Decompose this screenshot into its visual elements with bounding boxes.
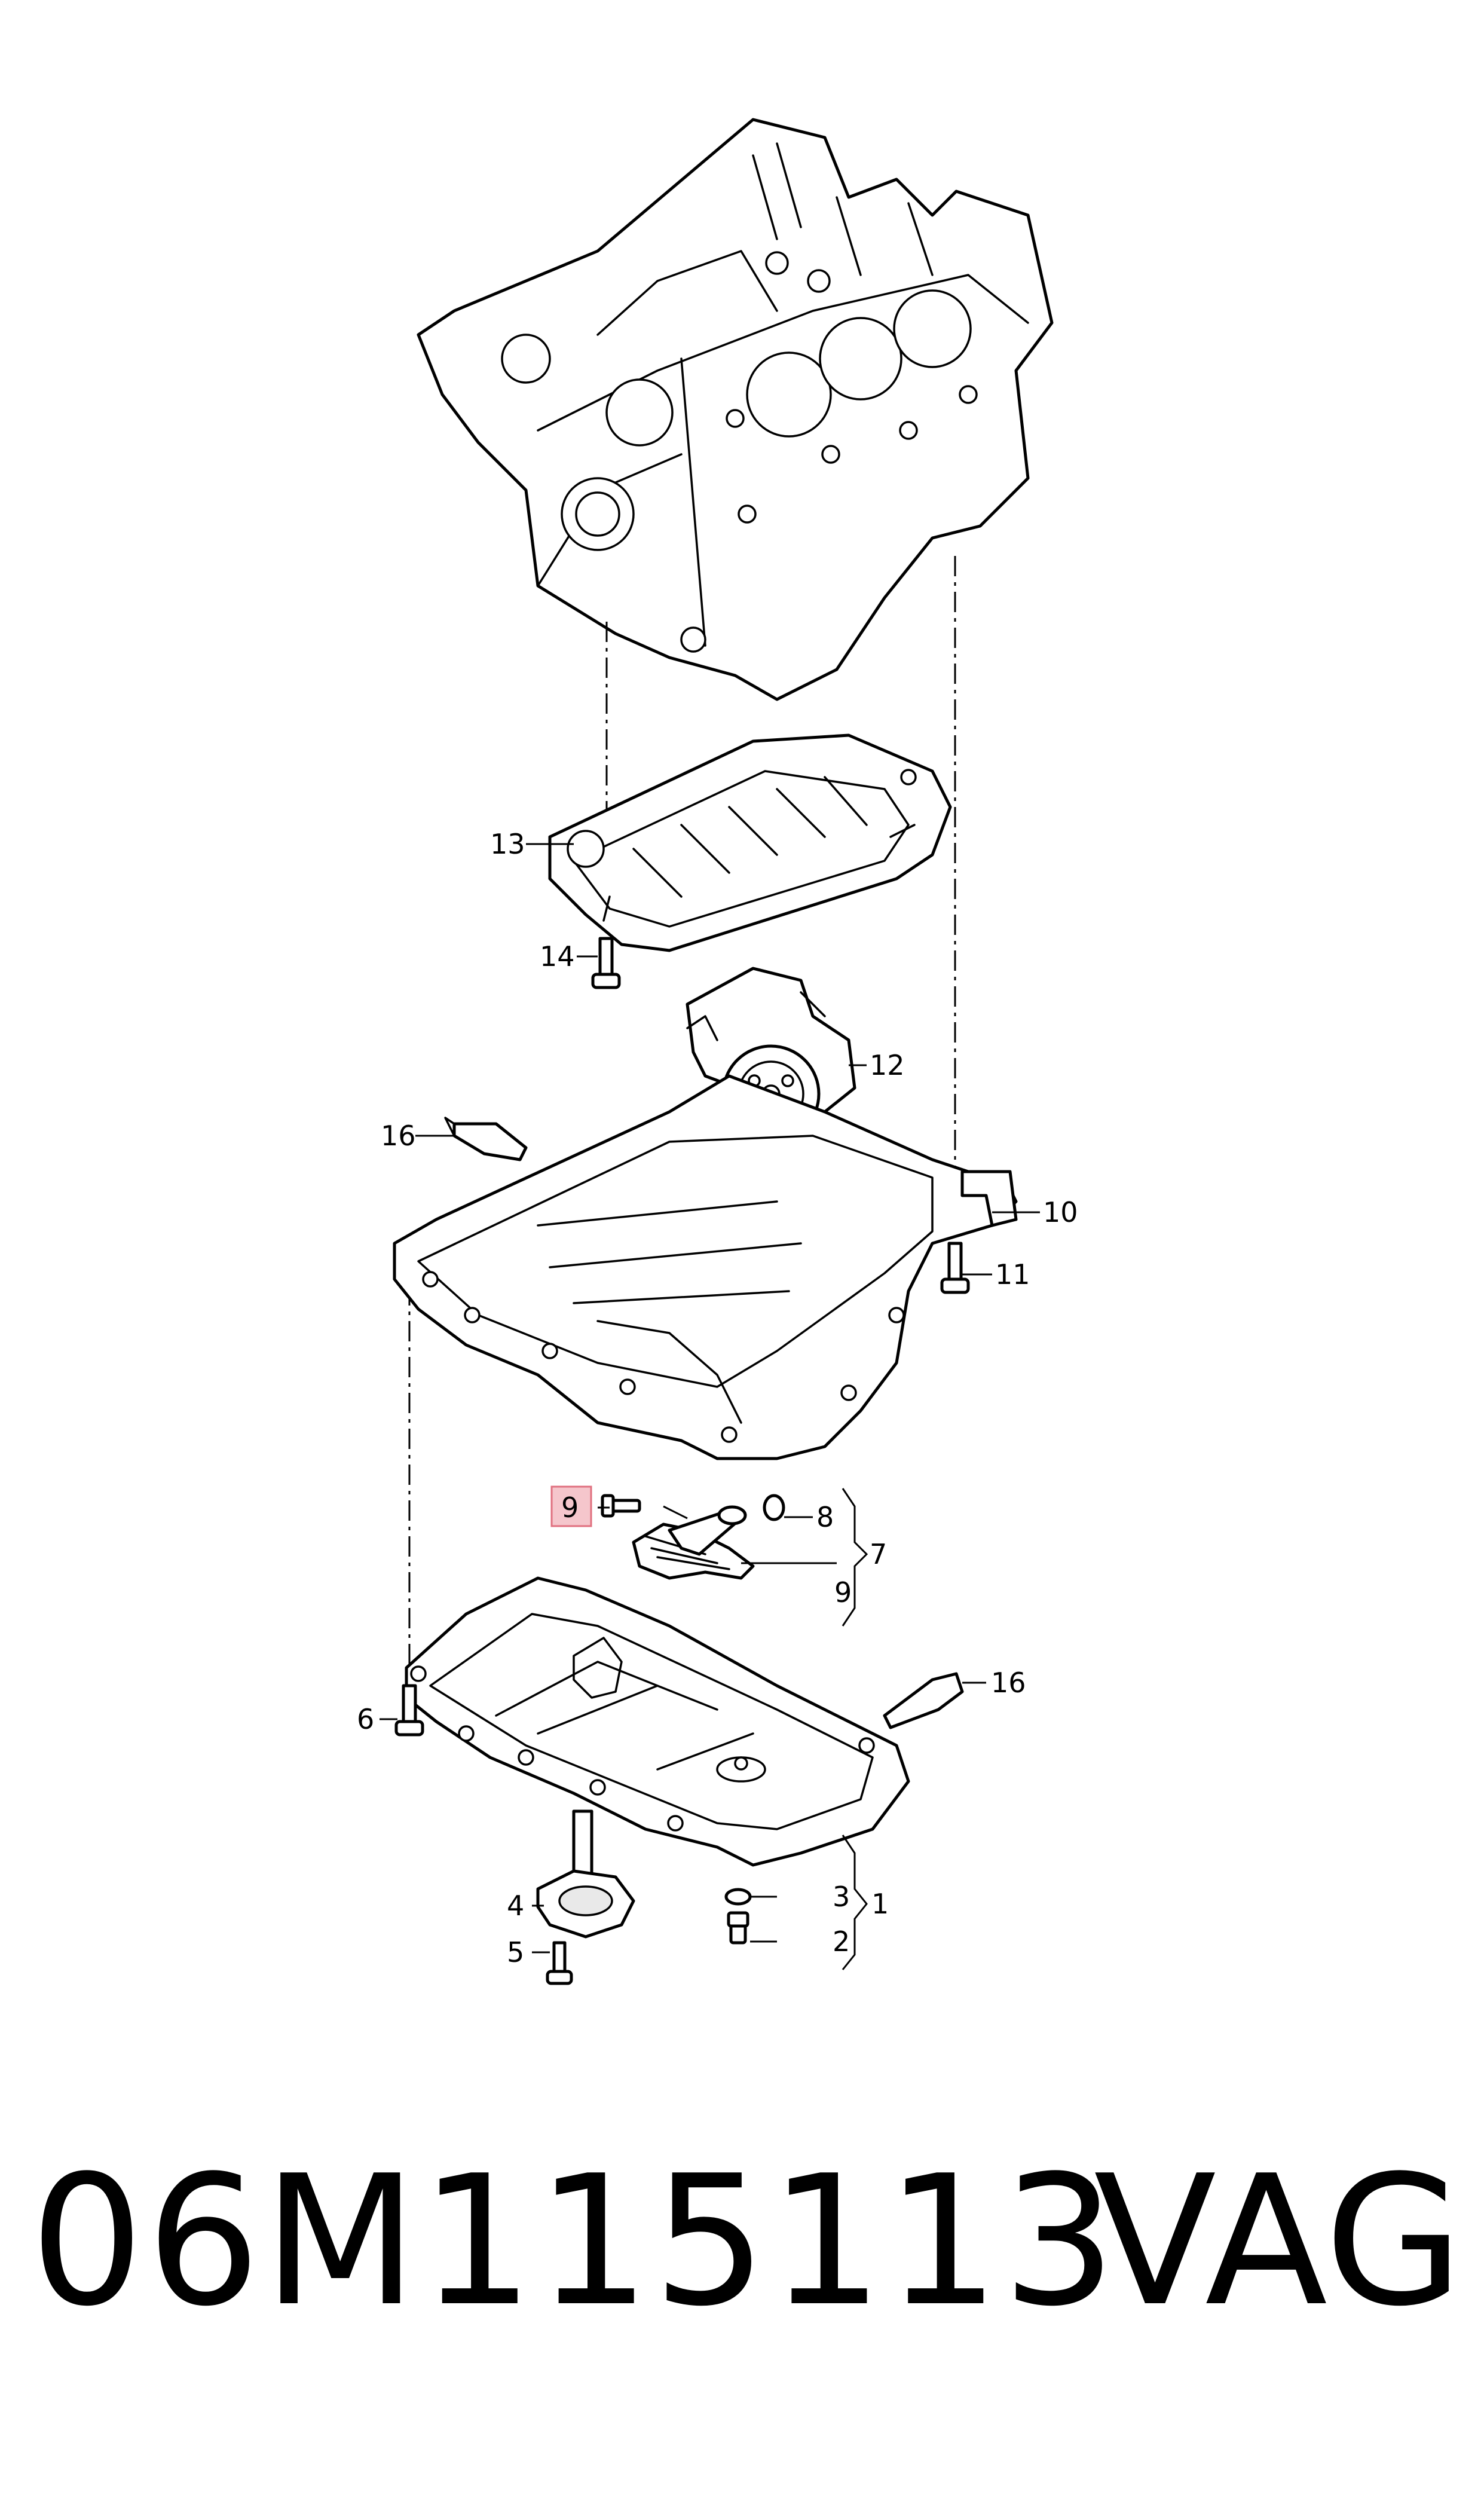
engine-block xyxy=(417,118,1054,701)
callout-1: 1 xyxy=(871,1888,889,1920)
callout-7: 7 xyxy=(870,1538,887,1570)
oil-level-sensor xyxy=(536,1809,635,1939)
callout-3: 3 xyxy=(833,1881,850,1913)
callout-12: 12 xyxy=(870,1049,905,1081)
callout-16-upper: 16 xyxy=(381,1120,416,1152)
callout-9-highlighted: 9 xyxy=(561,1491,579,1524)
sealant-tube-lower xyxy=(883,1672,964,1729)
lower-oil-pan xyxy=(405,1576,910,1867)
callout-10: 10 xyxy=(1043,1196,1078,1228)
drain-plug-2 xyxy=(727,1911,749,1945)
callout-4: 4 xyxy=(507,1890,524,1922)
callout-8: 8 xyxy=(816,1501,834,1533)
callout-5: 5 xyxy=(507,1936,524,1968)
o-ring-8 xyxy=(763,1494,785,1521)
bolt-14 xyxy=(591,937,621,989)
brand-label: VAG xyxy=(1094,2137,1464,2346)
bolt-6 xyxy=(394,1684,424,1737)
highlight-box-9 xyxy=(550,1485,592,1527)
callouts: 13 14 12 16 10 11 9 8 7 9 16 6 4 3 1 2 5 xyxy=(357,828,1078,1968)
oil-strainer xyxy=(632,1505,755,1580)
upper-oil-pan xyxy=(393,1074,1018,1460)
leader-lines xyxy=(380,843,1040,1970)
sealant-tube-upper xyxy=(444,1117,528,1161)
callout-16-lower: 16 xyxy=(991,1667,1026,1699)
callout-11: 11 xyxy=(995,1258,1030,1291)
seal-ring-3 xyxy=(724,1888,752,1906)
bolt-9 xyxy=(601,1494,641,1518)
part-number-label: 06M115113 xyxy=(30,2137,1119,2346)
callout-14: 14 xyxy=(540,940,575,973)
callout-13: 13 xyxy=(490,828,525,860)
baffle-plate xyxy=(548,733,952,952)
callout-9: 9 xyxy=(834,1576,852,1609)
callout-2: 2 xyxy=(833,1925,850,1958)
bolt-11 xyxy=(940,1242,970,1294)
bolt-5 xyxy=(546,1941,573,1985)
callout-6: 6 xyxy=(357,1703,374,1735)
